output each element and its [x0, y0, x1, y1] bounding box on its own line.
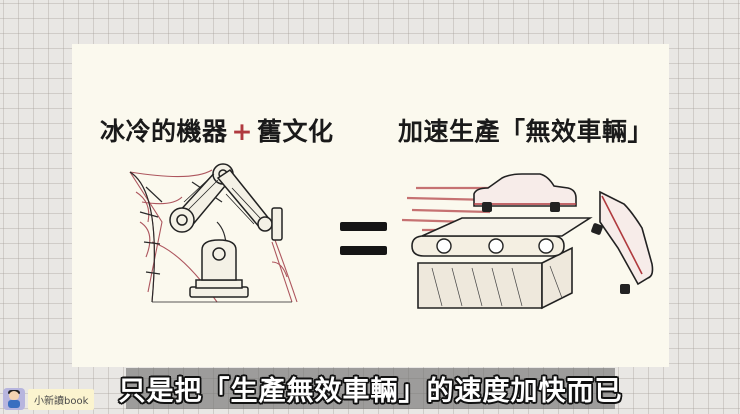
- headline-accelerate: 加速: [398, 117, 450, 146]
- equals-bar-bottom: [340, 246, 387, 255]
- robot-arm-cobweb-illustration: [129, 163, 298, 303]
- headline-close-bracket: 」: [627, 117, 654, 146]
- channel-avatar-icon[interactable]: [3, 388, 25, 410]
- slide-card: 冰冷的機器+舊文化 加速生產「無效車輛」: [72, 44, 669, 367]
- subtitle-text: 只是把「生產無效車輛」的速度加快而已: [118, 376, 623, 407]
- equals-bar-top: [340, 222, 387, 231]
- subtitle-bar: 只是把「生產無效車輛」的速度加快而已: [119, 368, 622, 409]
- left-headline: 冰冷的機器+舊文化: [100, 112, 333, 148]
- headline-cold-machine: 冰冷的機器: [100, 117, 228, 146]
- headline-invalid-vehicles: 無效車輛: [525, 117, 628, 146]
- right-headline: 加速生產「無效車輛」: [398, 112, 653, 148]
- equals-sign: [340, 222, 387, 270]
- headline-old-culture: 舊文化: [256, 117, 334, 146]
- channel-name[interactable]: 小新讀book: [28, 388, 95, 410]
- channel-watermark[interactable]: 小新讀book: [3, 387, 95, 411]
- conveyor-cars-illustration: [402, 173, 654, 310]
- headline-produce: 生產「: [449, 117, 526, 146]
- plus-operator: +: [231, 117, 253, 146]
